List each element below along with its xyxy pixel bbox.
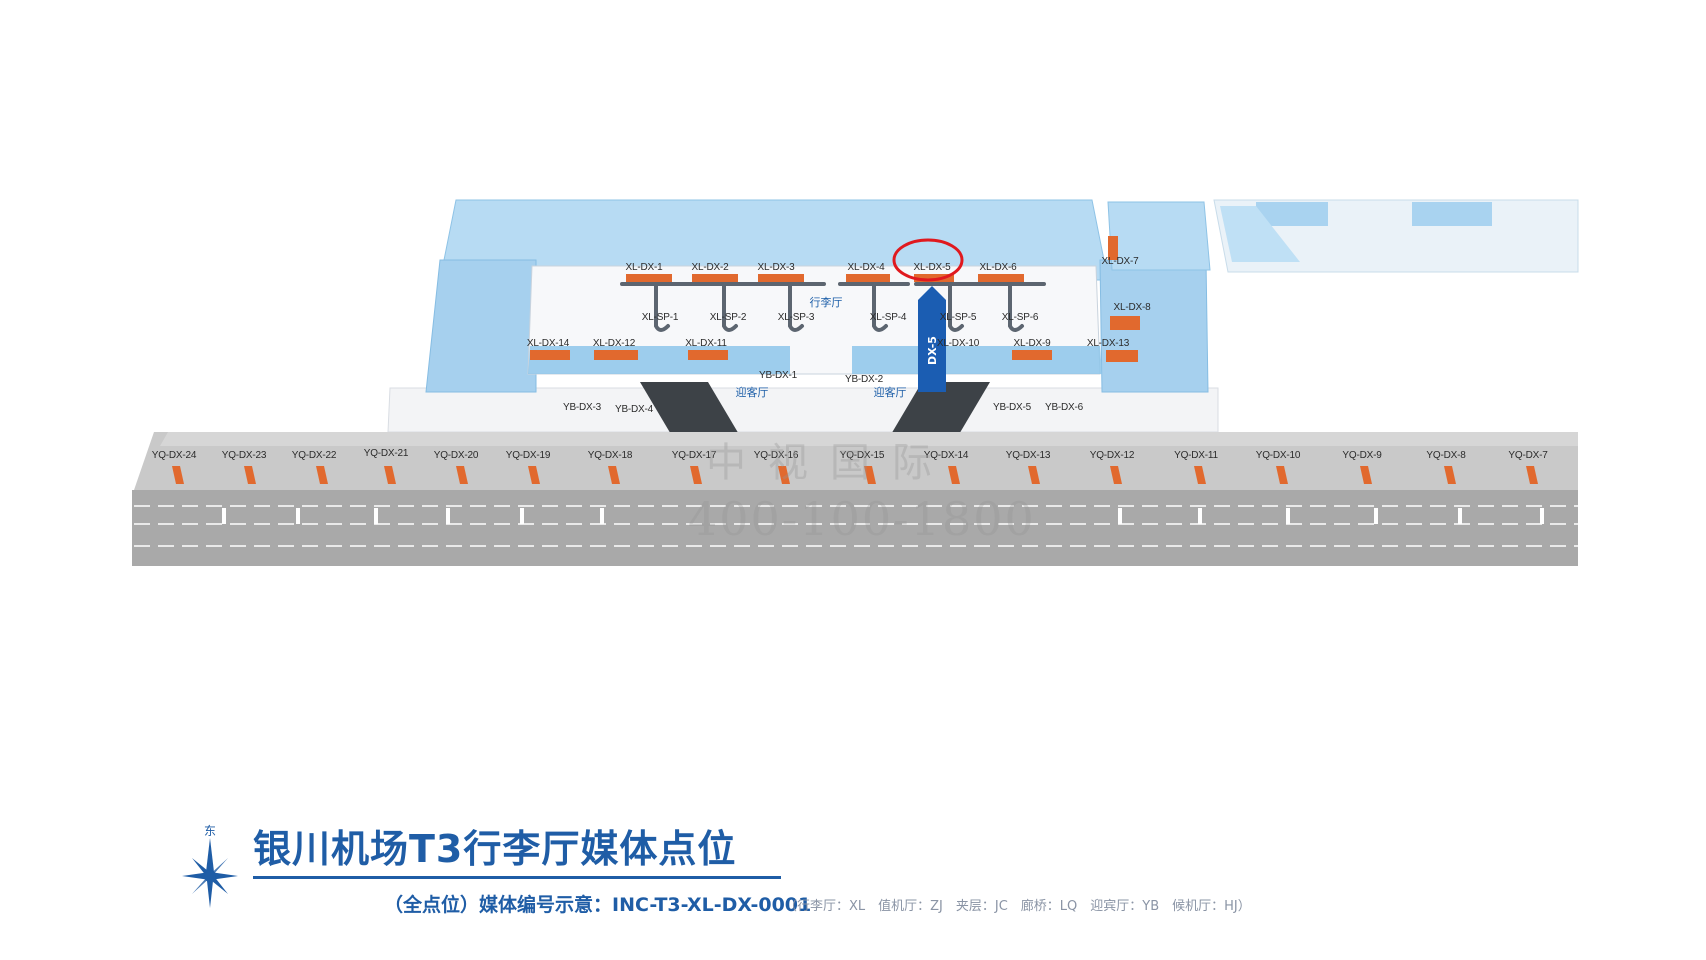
road-bollards [222,508,1544,524]
label-xl-dx-10: XL-DX-10 [936,338,980,349]
label-xl-dx-14: XL-DX-14 [526,338,570,349]
curbside-media-pillars [172,466,1538,484]
label-yb-dx-2: YB-DX-2 [844,374,884,385]
label-xl-dx-11: XL-DX-11 [685,338,727,349]
label-xl-dx-7: XL-DX-7 [1101,256,1139,267]
annex-block-2 [1412,202,1492,226]
label-yq-dx-11: YQ-DX-11 [1174,450,1218,461]
escalator-right [890,382,990,436]
compass-icon [182,838,238,908]
label-yq-dx-20: YQ-DX-20 [433,450,479,461]
label-xl-dx-12: XL-DX-12 [592,338,636,349]
label-xl-dx-5: XL-DX-5 [913,262,951,273]
label-yq-dx-18: YQ-DX-18 [587,450,633,461]
curbside-platform [134,432,1578,490]
label-yb-dx-6: YB-DX-6 [1044,402,1084,413]
highlight-tag-text: DX-5 [925,335,939,365]
label-xl-dx-4: XL-DX-4 [847,262,885,273]
label-xl-dx-3: XL-DX-3 [757,262,795,273]
label-xl-dx-8: XL-DX-8 [1113,302,1151,313]
label-xl-sp-1: XL-SP-1 [641,312,679,323]
label-baggage-hall: 行李厅 [809,296,843,309]
title-underline [253,876,781,879]
building-podium [387,387,1219,433]
compass-letter: 东 [204,824,217,838]
label-yb-dx-4: YB-DX-4 [614,404,654,415]
label-xl-dx-9: XL-DX-9 [1013,338,1051,349]
label-arrival-hall-2: 迎客厅 [873,386,907,399]
label-yq-dx-12: YQ-DX-12 [1089,450,1135,461]
carousels [620,282,1046,332]
label-arrival-hall-1: 迎客厅 [735,386,769,399]
hall-left-wall [425,259,537,393]
label-yq-dx-14: YQ-DX-14 [923,450,969,461]
subtitle: （全点位）媒体编号示意：INC-T3-XL-DX-0001 [384,894,812,916]
label-yq-dx-8: YQ-DX-8 [1426,450,1466,461]
label-yq-dx-16: YQ-DX-16 [753,450,799,461]
label-xl-sp-5: XL-SP-5 [939,312,977,323]
label-yq-dx-17: YQ-DX-17 [671,450,717,461]
label-yq-dx-21: YQ-DX-21 [363,448,409,459]
label-yq-dx-13: YQ-DX-13 [1005,450,1051,461]
label-yb-dx-1: YB-DX-1 [758,370,798,381]
label-xl-dx-2: XL-DX-2 [691,262,729,273]
label-xl-sp-2: XL-SP-2 [709,312,747,323]
label-yq-dx-10: YQ-DX-10 [1255,450,1301,461]
label-yb-dx-3: YB-DX-3 [562,402,602,413]
highlight-arrow [918,286,946,392]
label-yq-dx-19: YQ-DX-19 [505,450,551,461]
label-xl-sp-6: XL-SP-6 [1001,312,1039,323]
label-yb-dx-5: YB-DX-5 [992,402,1032,413]
label-yq-dx-23: YQ-DX-23 [221,450,267,461]
highlight-circle [892,238,964,282]
page-title: 银川机场T3行李厅媒体点位 [253,827,737,871]
annex-ramp [1220,206,1300,262]
label-yq-dx-22: YQ-DX-22 [291,450,337,461]
escalator-left [640,382,740,436]
curbside-top [160,432,1578,446]
label-xl-dx-1: XL-DX-1 [625,262,663,273]
label-xl-sp-3: XL-SP-3 [777,312,815,323]
legend-note: （行李厅：XL 值机厅：ZJ 夹层：JC 廊桥：LQ 迎宾厅：YB 候机厅：HJ… [784,899,1251,914]
highlight-tag: DX-5 [917,310,947,390]
label-xl-dx-13: XL-DX-13 [1086,338,1130,349]
label-yq-dx-9: YQ-DX-9 [1342,450,1382,461]
front-glass-right [852,346,1102,374]
hall-media-panels [530,236,1140,362]
label-yq-dx-7: YQ-DX-7 [1508,450,1548,461]
label-yq-dx-15: YQ-DX-15 [839,450,885,461]
label-xl-dx-6: XL-DX-6 [979,262,1017,273]
label-yq-dx-24: YQ-DX-24 [151,450,197,461]
label-xl-sp-4: XL-SP-4 [869,312,907,323]
road-surface [132,490,1578,566]
